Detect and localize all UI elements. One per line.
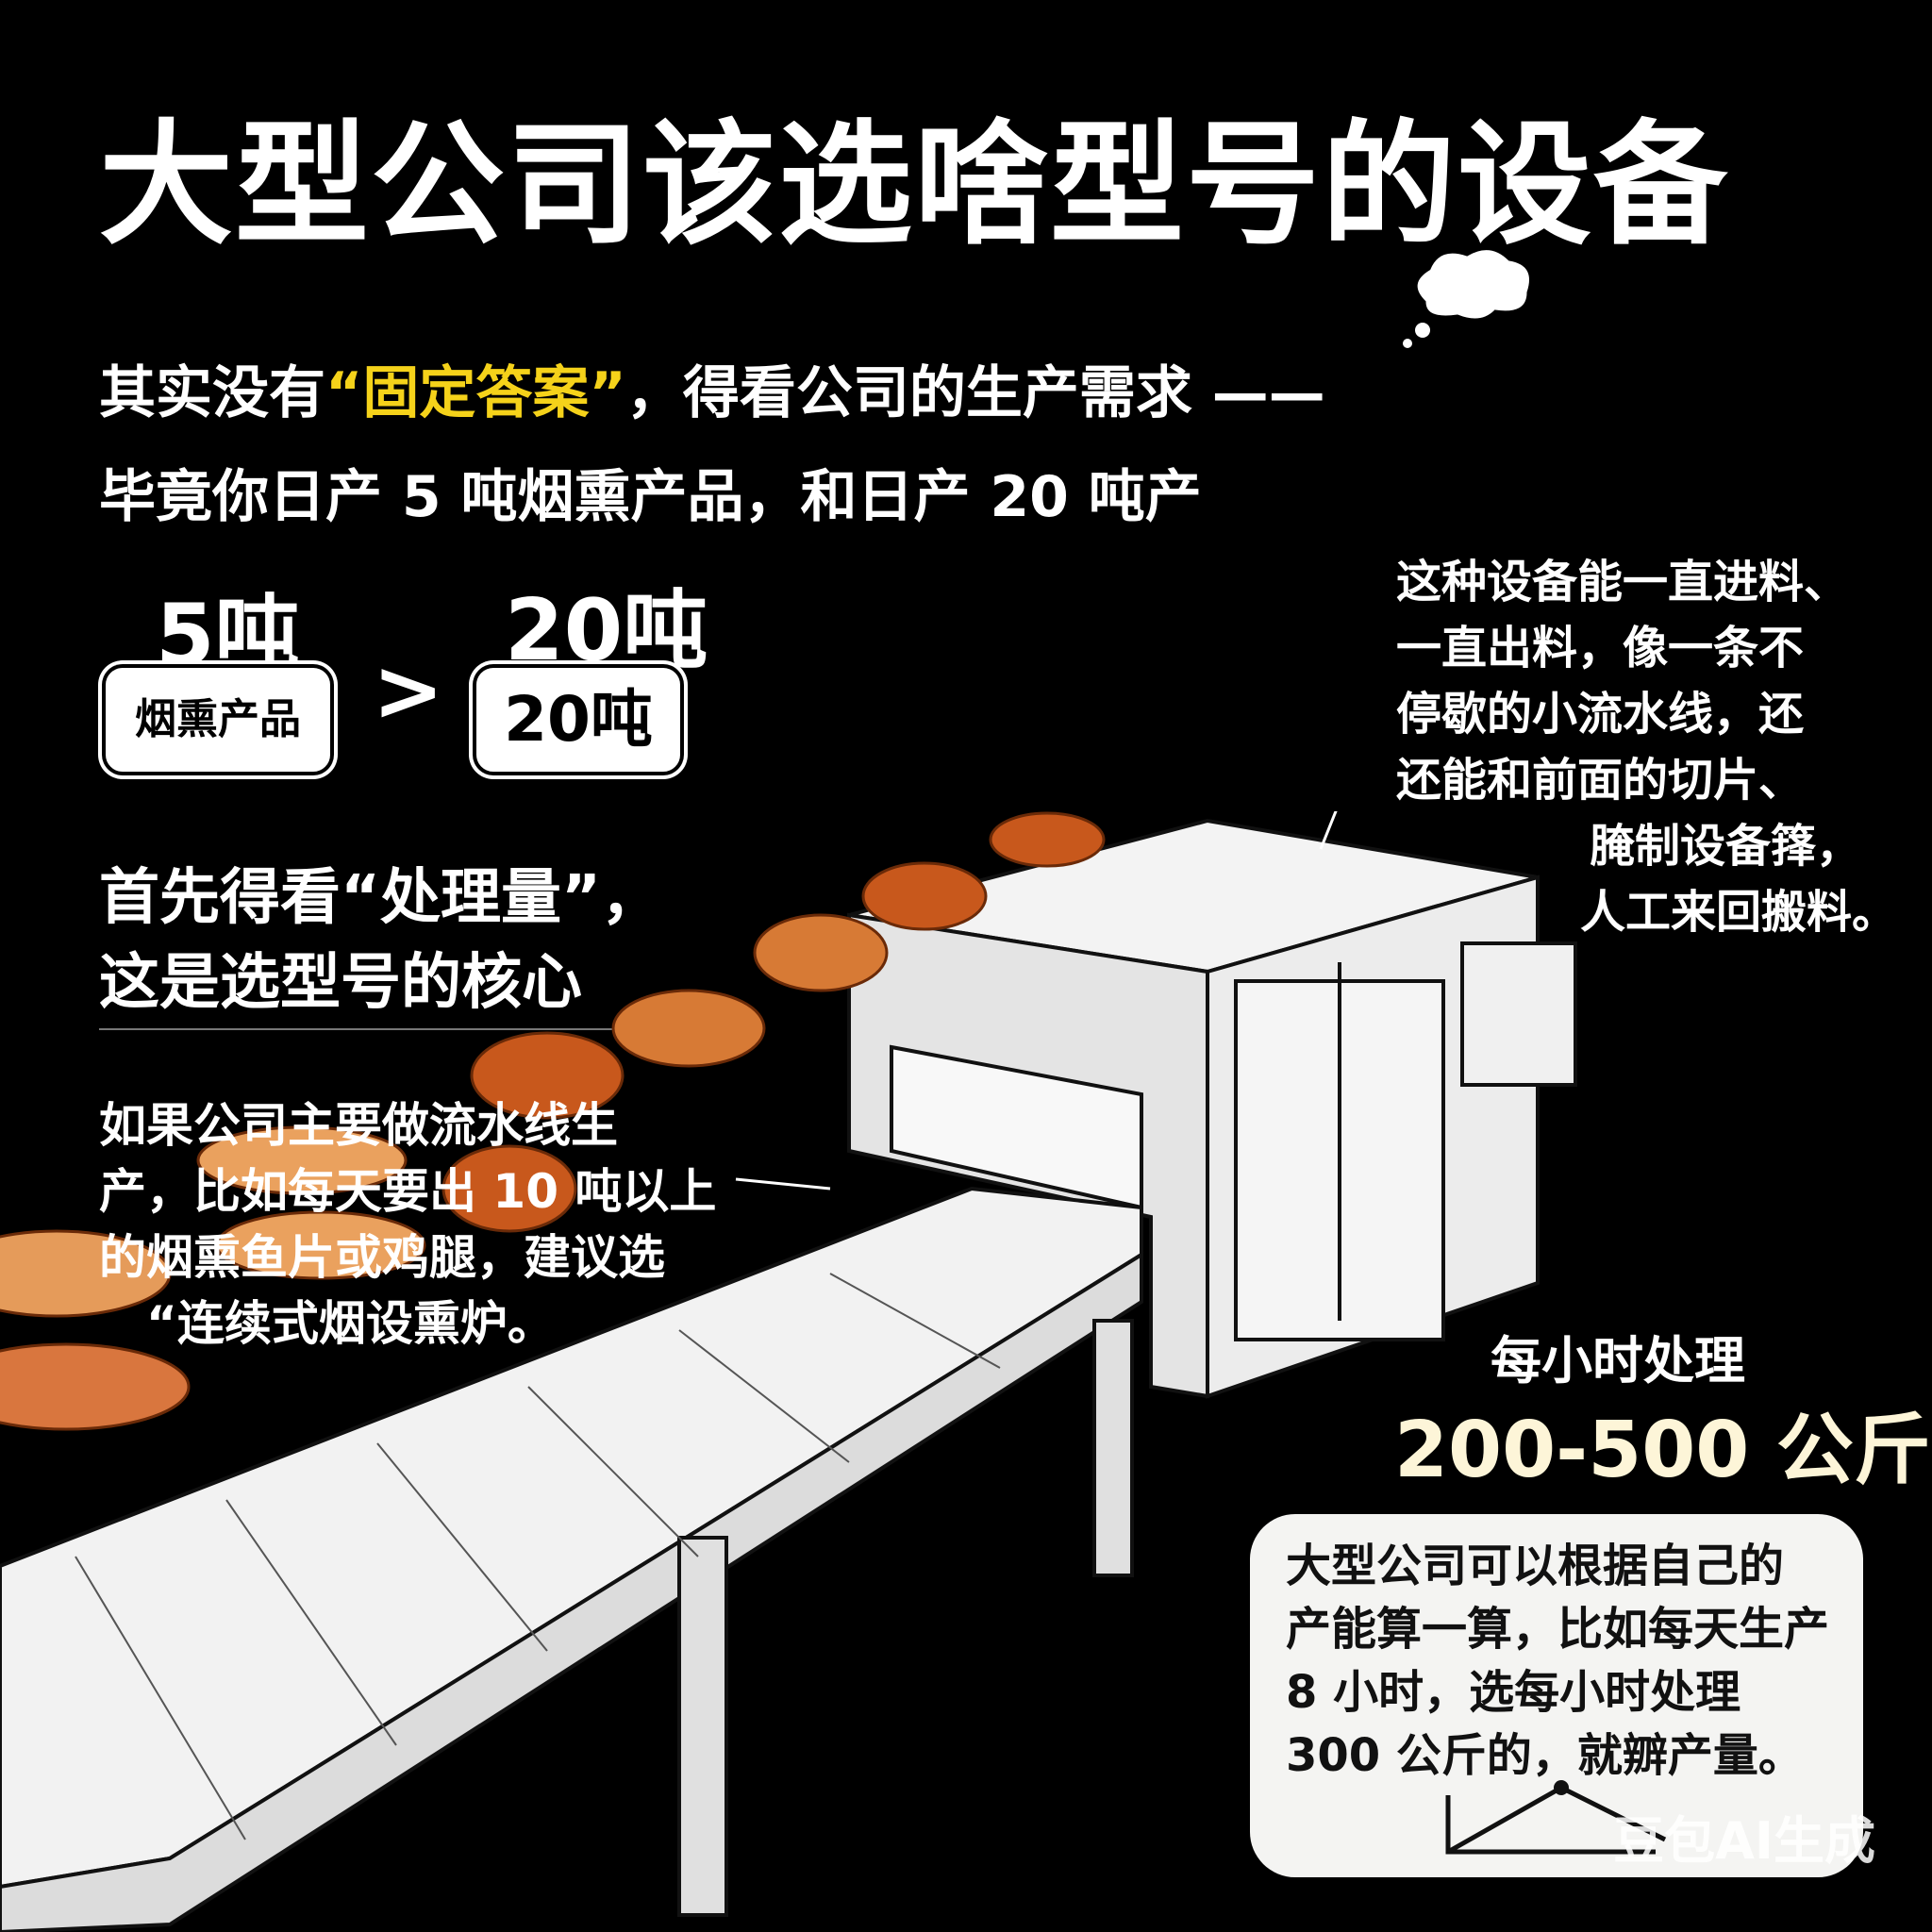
smoker-conveyor-illustration (0, 811, 1577, 1932)
left-para-line: “连续式烟设熏炉。 (146, 1296, 555, 1351)
note-line: 8 小时，选每小时处理 (1286, 1666, 1741, 1719)
capacity-value: 200-500 公斤 (1394, 1406, 1931, 1495)
right-label: 20吨 (476, 668, 680, 772)
intro-text: 其实没有 (99, 360, 325, 426)
left-paragraph: 如果公司主要做流水线生 产，比如每天要出 10 吨以上 的烟熏鱼片或鸡腿，建议选… (99, 1092, 716, 1357)
left-para-line: 产，比如每天要出 10 吨以上 (99, 1164, 717, 1219)
left-label: 烟熏产品 (106, 668, 330, 772)
note-box: 大型公司可以根据自己的 产能算一算，比如每天生产 8 小时，选每小时处理 300… (1250, 1514, 1863, 1877)
control-box (1460, 941, 1577, 1087)
right-paragraph: 这种设备能一直进料、 一直出料，像一条不 停歇的小流水线，还 还能和前面的切片、… (1396, 549, 1897, 945)
roof-arrow-icon (1445, 1780, 1667, 1855)
right-para-line: 还能和前面的切片、 (1396, 754, 1805, 807)
right-para-line: 人工来回搬料。 (1580, 886, 1898, 939)
intro-line-2: 毕竟你日产 5 吨烟熏产品，和日产 20 吨产 (99, 464, 1202, 530)
watermark: 豆包AI生成 (1613, 1811, 1875, 1871)
right-para-line: 停歇的小流水线，还 (1396, 688, 1805, 741)
capacity-label: 每小时处理 (1491, 1331, 1745, 1391)
divider (99, 1028, 684, 1030)
conveyor-leg (1092, 1319, 1134, 1577)
left-para-line: 如果公司主要做流水线生 (99, 1098, 618, 1153)
left-para-line: 的烟熏鱼片或鸡腿，建议选 (99, 1230, 665, 1285)
intro-line-1: 其实没有“固定答案”，得看公司的生产需求 —— (99, 347, 1325, 429)
note-line: 300 公斤的，就辧产量。 (1286, 1729, 1804, 1782)
heading-line-1: 首先得看“处理量”， (99, 863, 662, 933)
conveyor-leg (677, 1536, 728, 1917)
right-number: 20吨 (505, 581, 708, 680)
intro-highlight: “固定答案” (325, 360, 626, 426)
conveyor-side (0, 1251, 1143, 1932)
thought-cloud-icon (1403, 247, 1532, 348)
right-para-line: 这种设备能一直进料、 (1396, 556, 1850, 608)
right-para-line: 一直出料，像一条不 (1396, 622, 1805, 675)
food-items (0, 811, 1106, 1431)
page-title: 大型公司该选啥型号的设备 (99, 108, 1729, 263)
intro-text-end: ，得看公司的生产需求 —— (625, 360, 1325, 426)
note-line: 产能算一算，比如每天生产 (1286, 1603, 1830, 1656)
comparison-operator: > (373, 641, 444, 741)
right-para-line: 腌制设备箨， (1590, 820, 1862, 873)
heading-line-2: 这是选型号的核心 (99, 948, 582, 1018)
note-line: 大型公司可以根据自己的 (1286, 1540, 1785, 1592)
